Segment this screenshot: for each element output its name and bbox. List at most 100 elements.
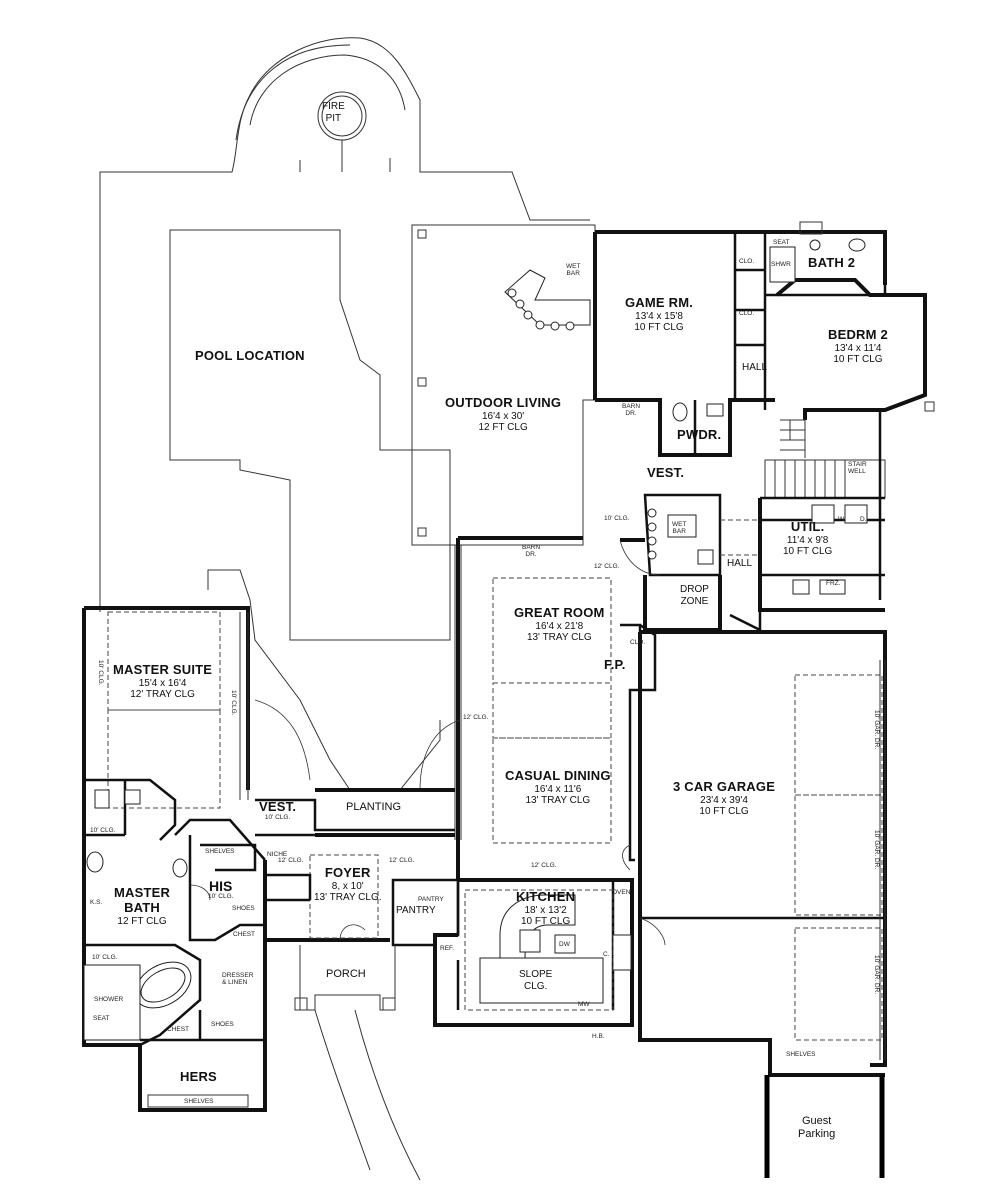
master-bath-name: MASTER (114, 885, 171, 900)
hers-label: HERS (180, 1069, 217, 1084)
foyer-name: FOYER (324, 865, 371, 880)
dresser-2: & LINEN (222, 978, 248, 986)
hall-mid-label: HALL (727, 558, 753, 569)
great-room-walls (456, 536, 645, 880)
bedroom-2-ceiling: 10 FT CLG (833, 354, 883, 366)
casual-dining-tray (492, 737, 612, 844)
stair-well-label: STAIR WELL (848, 461, 867, 475)
seat-label: SEAT (773, 239, 790, 246)
great-room-ceiling: 13' TRAY CLG (526, 632, 592, 644)
outdoor-living-size: 16'4 x 30' (482, 410, 525, 422)
slope-ceiling: CLG. (524, 980, 548, 992)
wet-bar-mid-1: WET (672, 521, 687, 528)
ceiling-note-c: 12' CLG. (531, 862, 557, 869)
game-room-size: 13'4 x 15'8 (635, 310, 683, 322)
ceiling-note-a: 12' CLG. (594, 563, 620, 570)
pool-location-label: POOL LOCATION (195, 348, 305, 363)
hose-bib: H.B. (592, 1033, 605, 1040)
closet-2: CLO. (739, 310, 755, 317)
bath-2-label: BATH 2 (808, 255, 856, 270)
foyer-label: FOYER 8, x 10' 13' TRAY CLG. (314, 865, 382, 904)
seat-bath: SEAT (93, 1015, 110, 1022)
barn-door-mid-2: DR. (525, 550, 537, 558)
kitchen-label: KITCHEN 18' x 13'2 10 FT CLG (516, 889, 576, 928)
his-name: HIS (209, 878, 233, 894)
kitchen-name: KITCHEN (516, 889, 576, 904)
planting-label: PLANTING (346, 801, 402, 813)
util-ceiling: 10 FT CLG (783, 546, 833, 558)
ceiling-note-bath: 10' CLG. (90, 827, 116, 834)
shelves-garage: SHELVES (786, 1051, 816, 1058)
shoes-hers: SHOES (211, 1021, 234, 1028)
stair-well-1: STAIR (848, 461, 867, 468)
closet-fp: CLO. (630, 639, 646, 646)
fire-pit-label: FIRE PIT (322, 101, 345, 124)
master-bath-label: MASTER BATH 12 FT CLG (114, 885, 171, 927)
util-size: 11'4 x 9'8 (786, 534, 829, 546)
shower-bath: SHOWER (94, 996, 124, 1003)
master-suite-ceiling: 12' TRAY CLG (130, 689, 195, 701)
microwave-label: MW (578, 1001, 590, 1008)
drop-zone-word-2: ZONE (680, 595, 709, 607)
guest-parking-word-1: Guest (801, 1115, 832, 1127)
great-room-label: GREAT ROOM 16'4 x 21'8 13' TRAY CLG (514, 605, 605, 644)
casual-dining-size: 16'4 x 11'6 (534, 783, 582, 795)
outdoor-living-outline (411, 224, 596, 546)
knee-space: K.S. (90, 899, 103, 906)
outdoor-living-ceiling: 12 FT CLG (478, 422, 528, 434)
wet-bar-mid: WET BAR (672, 521, 687, 535)
master-suite-name: MASTER SUITE (113, 662, 213, 677)
garage-walls (638, 630, 887, 1077)
patio-outline (99, 37, 590, 590)
game-room-name: GAME RM. (625, 295, 694, 310)
ceiling-note-b: 12' CLG. (463, 714, 489, 721)
freezer-label: FRZ. (826, 580, 841, 587)
bedroom-2-size: 13'4 x 11'4 (834, 342, 882, 354)
great-room-size: 16'4 x 21'8 (535, 620, 584, 632)
barn-door-upper-1: BARN (622, 403, 641, 410)
foyer-size: 8, x 10' (331, 880, 364, 892)
wet-bar-upper-1: WET (566, 263, 581, 270)
garage-door-2: 10' GAR. DR. (873, 830, 880, 870)
fireplace-label: F.P. (604, 657, 626, 672)
slope-name: SLOPE (519, 969, 553, 980)
washer-label: W. (838, 516, 846, 523)
dresser-1: DRESSER (222, 972, 254, 979)
shelves-his: SHELVES (205, 848, 235, 855)
fire-pit-word-2: PIT (325, 112, 342, 124)
casual-dining-label: CASUAL DINING 16'4 x 11'6 13' TRAY CLG (505, 768, 611, 807)
master-bath-name-2: BATH (124, 899, 161, 915)
barn-door-upper: BARN DR. (622, 403, 641, 417)
closet-1: CLO. (739, 258, 755, 265)
powder-label: PWDR. (677, 427, 722, 442)
garage-label: 3 CAR GARAGE 23'4 x 39'4 10 FT CLG (673, 779, 775, 818)
ceiling-note-vest: 10' CLG. (604, 515, 630, 522)
drop-zone-word-1: DROP (680, 584, 709, 595)
dryer-label: D. (860, 516, 867, 523)
ceiling-note-right: 10' CLG. (230, 690, 237, 716)
wet-bar-upper-2: BAR (566, 269, 580, 277)
kitchen-ceiling: 10 FT CLG (520, 916, 571, 928)
util-name: UTIL. (790, 519, 825, 534)
fire-pit-circle-arc (249, 54, 406, 126)
vest-lower-label: VEST. 10' CLG. (259, 799, 296, 821)
bedroom-2-name: BEDRM 2 (828, 327, 888, 342)
his-label: HIS 10' CLG. (208, 878, 233, 901)
outdoor-living-name: OUTDOOR LIVING (445, 395, 562, 410)
master-bath-ceiling: 12 FT CLG (117, 915, 167, 927)
barn-door-mid: BARN DR. (522, 544, 540, 558)
porch-label: PORCH (326, 968, 366, 980)
foyer-ceiling: 13' TRAY CLG. (314, 892, 382, 904)
pantry-small: PANTRY (418, 896, 444, 903)
shoes-his: SHOES (232, 905, 255, 912)
ceiling-note-d: 12' CLG. (389, 857, 415, 864)
pantry-label: PANTRY (396, 905, 436, 916)
his-ceiling: 10' CLG. (208, 893, 234, 901)
slope-label: SLOPE CLG. (519, 969, 552, 992)
stair-well-2: WELL (848, 467, 866, 475)
chest-his: CHEST (233, 931, 256, 938)
garage-size: 23'4 x 39'4 (700, 794, 748, 806)
bedroom-2-label: BEDRM 2 13'4 x 11'4 10 FT CLG (828, 327, 888, 366)
ceiling-note-foyer: 12' CLG. (278, 857, 304, 864)
